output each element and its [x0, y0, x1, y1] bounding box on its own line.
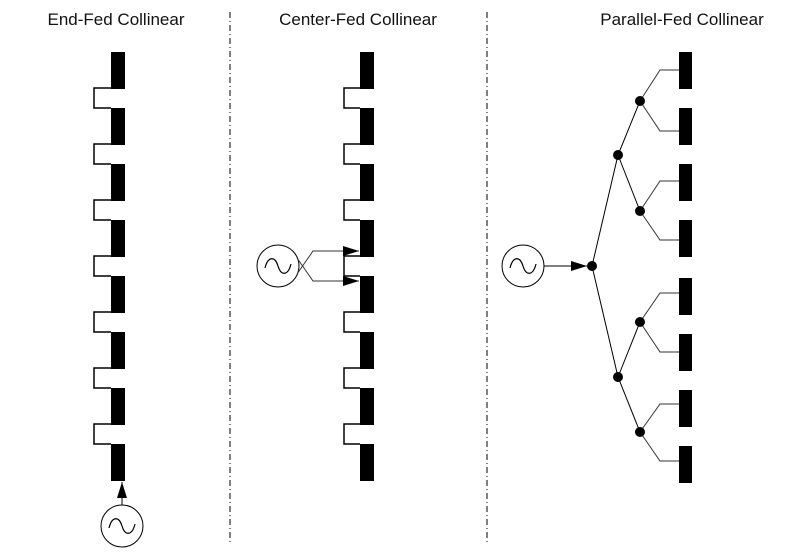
phasing-stub [343, 199, 360, 221]
radiating-element [679, 278, 692, 315]
radiating-element [111, 220, 125, 257]
phasing-stub [343, 367, 360, 389]
element-feed-line [639, 180, 679, 212]
radiating-element [360, 52, 374, 89]
radiating-element [679, 108, 692, 145]
phasing-stub [343, 143, 360, 165]
feed-junction [587, 261, 597, 271]
feed-line [617, 376, 641, 433]
radiating-element [679, 446, 692, 483]
ac-source-icon [100, 504, 144, 548]
feed-line [617, 100, 641, 156]
end-fed-panel [93, 52, 144, 548]
phasing-stub [343, 423, 360, 445]
phasing-stub [93, 255, 111, 277]
radiating-element [679, 334, 692, 371]
radiating-element [111, 444, 125, 481]
element-feed-line [639, 431, 679, 462]
ac-source-icon [501, 244, 545, 288]
feed-junction [635, 427, 645, 437]
feed-junction [635, 317, 645, 327]
element-feed-line [639, 292, 679, 323]
sine-wave-icon [509, 258, 537, 274]
radiating-element [679, 390, 692, 427]
radiating-element [360, 276, 374, 313]
phasing-stub [93, 311, 111, 333]
phasing-stub [343, 255, 360, 277]
radiating-element [360, 220, 374, 257]
title-end-fed: End-Fed Collinear [47, 10, 185, 29]
element-feed-line [639, 210, 679, 241]
phasing-stub [93, 423, 111, 445]
element-feed-line [639, 100, 679, 132]
feed-line [591, 154, 619, 267]
title-center-fed: Center-Fed Collinear [279, 10, 437, 29]
feed-junction [635, 96, 645, 106]
feed-junction [613, 150, 623, 160]
element-feed-line [639, 69, 679, 102]
radiating-element [111, 108, 125, 145]
radiating-element [111, 332, 125, 369]
feed-arrow-lower [296, 257, 359, 286]
feed-line [617, 321, 641, 378]
ac-source-icon [256, 244, 300, 288]
phasing-stub [93, 367, 111, 389]
sine-wave-icon [108, 518, 136, 534]
phasing-stub [343, 311, 360, 333]
feed-junction [613, 372, 623, 382]
center-fed-panel [256, 52, 374, 481]
radiating-element [111, 388, 125, 425]
radiating-element [360, 164, 374, 201]
radiating-element [111, 276, 125, 313]
radiating-element [679, 220, 692, 257]
radiating-element [111, 164, 125, 201]
title-parallel-fed: Parallel-Fed Collinear [600, 10, 764, 29]
feed-junction [635, 206, 645, 216]
radiating-element [679, 164, 692, 201]
feed-line [591, 265, 619, 378]
element-feed-line [639, 403, 679, 433]
radiating-element [111, 52, 125, 89]
phasing-stub [93, 143, 111, 165]
radiating-element [679, 52, 692, 89]
feed-line [617, 154, 641, 212]
phasing-stub [93, 199, 111, 221]
phasing-stub [343, 87, 360, 109]
element-feed-line [639, 321, 679, 353]
sine-wave-icon [264, 258, 292, 274]
radiating-element [360, 444, 374, 481]
radiating-element [360, 108, 374, 145]
radiating-element [360, 388, 374, 425]
radiating-element [360, 332, 374, 369]
phasing-stub [93, 87, 111, 109]
parallel-fed-panel [501, 52, 692, 483]
